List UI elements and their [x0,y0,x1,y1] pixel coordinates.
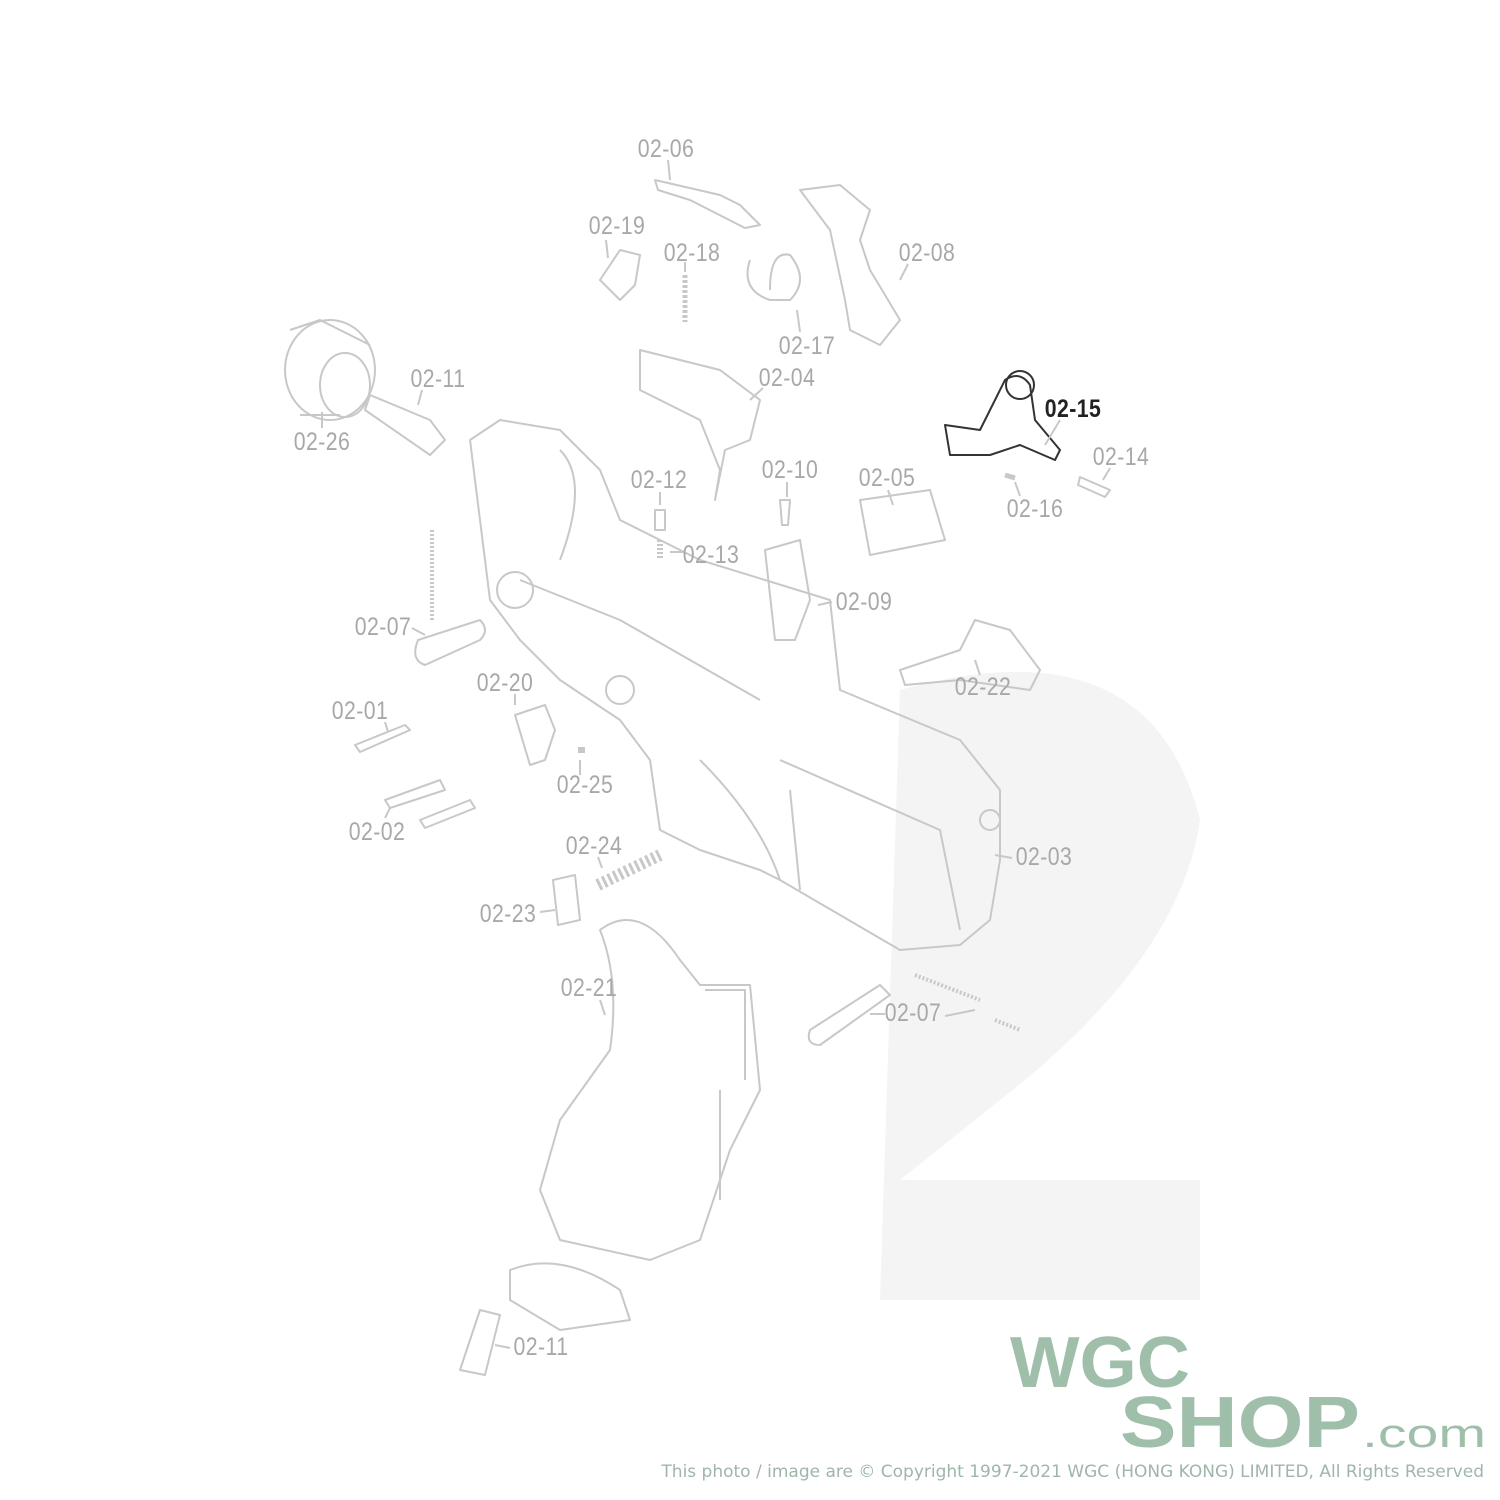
part-label: 02-24 [565,831,623,860]
part-label: 02-07 [354,612,412,641]
part-label: 02-04 [758,363,816,392]
part-label: 02-03 [1015,842,1073,871]
part-label: 02-07 [884,998,942,1027]
screw-bottom [459,1309,501,1376]
part-02-14 [1077,476,1111,498]
grip-cap [509,1262,631,1331]
logo-line1: WGC [1010,1325,1190,1403]
part-label: 02-20 [476,668,534,697]
part-label: 02-06 [637,134,695,163]
wgc-shop-logo: WGC SHOP .com [1010,1325,1486,1450]
part-02-19 [599,249,641,301]
part-label: 02-21 [560,973,618,1002]
part-02-07-bottom [807,984,891,1046]
part-label: 02-05 [858,463,916,492]
buffer-tube-nut [284,319,376,421]
lower-receiver [469,419,1001,951]
part-02-22 [899,619,1041,691]
part-02-17-spring [746,253,801,301]
part-label: 02-25 [556,770,614,799]
part-label: 02-13 [682,540,740,569]
part-label: 02-22 [954,672,1012,701]
part-label: 02-11 [410,364,466,393]
part-label: 02-23 [479,899,537,928]
part-02-23 [552,874,581,926]
part-label: 02-12 [630,465,688,494]
part-label: 02-10 [761,455,819,484]
part-label: 02-26 [293,427,351,456]
part-02-01 [354,724,411,753]
part-02-10 [779,499,791,526]
copyright-notice: This photo / image are © Copyright 1997-… [661,1462,1484,1482]
part-02-04 [639,349,761,501]
part-02-07-pin [414,619,486,666]
part-02-12 [654,509,666,531]
pistol-grip [539,919,761,1261]
part-label: 02-02 [348,817,406,846]
part-label: 02-09 [835,587,893,616]
watermark-shape [880,671,1200,1300]
highlighted-part-label: 02-15 [1044,394,1102,423]
part-02-16 [1004,472,1016,481]
part-label: 02-11 [513,1332,569,1361]
part-02-08 [799,184,901,346]
logo-suffix: .com [1362,1412,1486,1450]
part-02-05 [859,489,946,556]
part-label: 02-18 [663,238,721,267]
part-label: 02-01 [331,696,389,725]
part-02-06 [654,179,761,229]
part-02-15 [944,375,1061,461]
part-label: 02-19 [588,211,646,240]
part-label: 02-17 [778,331,836,360]
part-label: 02-08 [898,238,956,267]
part-02-09 [764,539,811,641]
part-02-02 [384,779,476,829]
logo-line2: SHOP [1120,1383,1360,1450]
screw [364,394,446,456]
part-02-20 [514,704,556,766]
part-label: 02-14 [1092,442,1150,471]
part-label: 02-16 [1006,494,1064,523]
